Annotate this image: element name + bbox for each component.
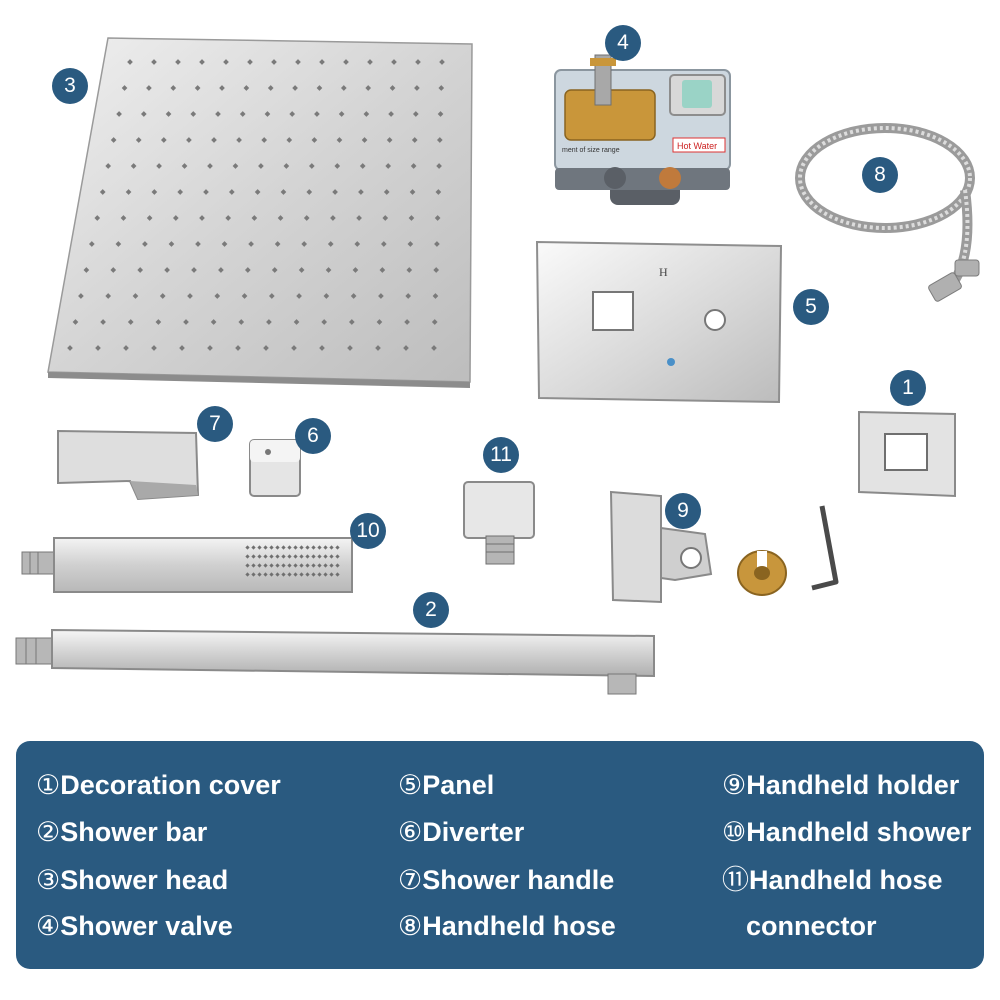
badge-7: 7 (197, 406, 233, 442)
legend-item-decoration-cover: ①Decoration cover (36, 770, 281, 800)
legend-item-shower-handle: ⑦Shower handle (398, 865, 615, 895)
badge-11: 11 (483, 437, 519, 473)
allen-key-image (811, 505, 839, 591)
valve-label-size-range: ment of size range (562, 147, 620, 154)
badge-10: 10 (350, 513, 386, 549)
shower-head-image (47, 37, 473, 388)
legend-item-diverter: ⑥Diverter (398, 817, 525, 847)
legend-item-handheld-hose: ⑧Handheld hose (398, 911, 616, 941)
legend-box: ①Decoration cover ②Shower bar ③Shower he… (16, 741, 984, 969)
legend-item-panel: ⑤Panel (398, 770, 495, 800)
diverter-image (249, 439, 301, 497)
badge-5: 5 (793, 289, 829, 325)
legend-item-shower-head: ③Shower head (36, 865, 229, 895)
legend-item-handheld-shower: ⑩Handheld shower (722, 817, 972, 847)
handheld-shower-image (21, 537, 353, 593)
panel-image: H (535, 240, 783, 404)
legend-item-shower-valve: ④Shower valve (36, 911, 233, 941)
badge-8: 8 (862, 157, 898, 193)
shower-valve-image: Hot Water ment of size range (554, 54, 731, 205)
legend-item-shower-bar: ②Shower bar (36, 817, 208, 847)
shower-handle-image (57, 429, 200, 501)
legend-item-handheld-hose-connector-cont: connector (746, 911, 877, 941)
badge-3: 3 (52, 68, 88, 104)
badge-4: 4 (605, 25, 641, 61)
legend-item-handheld-holder: ⑨Handheld holder (722, 770, 960, 800)
valve-label-hot-water: Hot Water (677, 141, 717, 151)
badge-6: 6 (295, 418, 331, 454)
legend-item-handheld-hose-connector: ⑪Handheld hose (722, 865, 943, 895)
panel-hot-mark: H (659, 265, 668, 279)
hose-connector-image (463, 481, 535, 565)
badge-1: 1 (890, 370, 926, 406)
badge-2: 2 (413, 592, 449, 628)
handheld-holder-image (609, 490, 713, 604)
badge-9: 9 (665, 493, 701, 529)
decoration-cover-image (858, 410, 956, 498)
shower-bar-image (15, 628, 655, 695)
brass-nut-image (737, 550, 787, 596)
handheld-hose-image (795, 123, 980, 302)
